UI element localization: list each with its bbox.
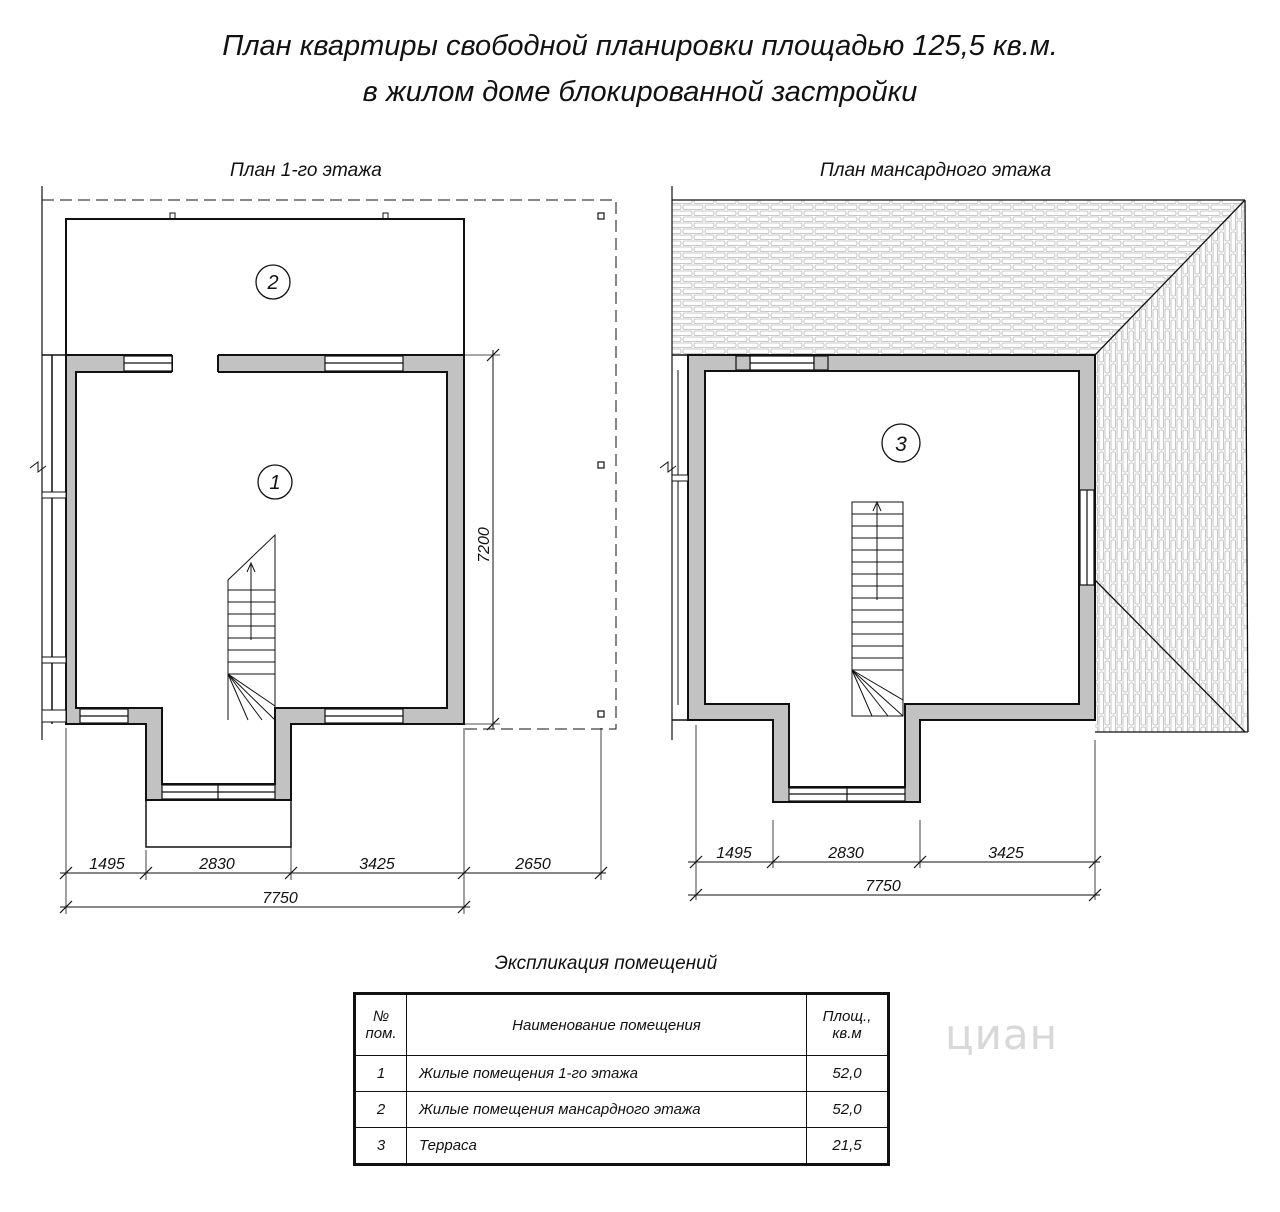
dim-first-seg-3: 3425 xyxy=(359,856,395,873)
row-no: 2 xyxy=(354,1091,407,1128)
row-no: 1 xyxy=(354,1055,407,1092)
dim-attic-total: 7750 xyxy=(865,878,901,895)
roof-tiles-top xyxy=(672,200,1245,355)
attic-floor-plan xyxy=(659,186,1249,902)
explication-table: № пом. Наименование помещения Площ., кв.… xyxy=(353,992,890,1166)
room-marker-2: 2 xyxy=(266,272,278,294)
first-floor-stairs xyxy=(227,533,276,721)
table-header-row: № пом. Наименование помещения Площ., кв.… xyxy=(354,993,889,1056)
terrace-dashed-outline xyxy=(42,199,617,730)
row-area: 21,5 xyxy=(806,1127,889,1165)
dim-first-seg-4: 2650 xyxy=(514,856,551,873)
dim-first-height: 7200 xyxy=(476,527,493,563)
dim-attic-seg-2: 2830 xyxy=(827,845,864,862)
dim-attic-seg-1: 1495 xyxy=(716,845,752,862)
row-area: 52,0 xyxy=(806,1091,889,1128)
row-name: Жилые помещения 1-го этажа xyxy=(406,1055,807,1092)
roof-tiles-right xyxy=(1095,200,1248,732)
first-floor-walls xyxy=(65,354,465,801)
page-title-line2: в жилом доме блокированной застройки xyxy=(362,76,918,108)
watermark-logo: циан xyxy=(945,1010,1059,1059)
attic-floor-plan-title: План мансардного этажа xyxy=(820,160,1052,181)
room-marker-1: 1 xyxy=(269,472,280,494)
header-name: Наименование помещения xyxy=(406,993,807,1056)
explication-title: Экспликация помещений xyxy=(494,953,718,974)
row-no: 3 xyxy=(354,1127,407,1165)
table-row: 1 Жилые помещения 1-го этажа 52,0 xyxy=(354,1055,889,1092)
first-floor-plan-title: План 1-го этажа xyxy=(230,160,382,181)
dim-first-seg-2: 2830 xyxy=(198,856,235,873)
row-area: 52,0 xyxy=(806,1055,889,1092)
dim-first-total: 7750 xyxy=(262,890,298,907)
table-row: 3 Терраса 21,5 xyxy=(354,1127,889,1165)
dim-attic-seg-3: 3425 xyxy=(988,845,1024,862)
table-row: 2 Жилые помещения мансардного этажа 52,0 xyxy=(354,1091,889,1128)
row-name: Жилые помещения мансардного этажа xyxy=(406,1091,807,1128)
header-no: № пом. xyxy=(354,993,407,1056)
header-area: Площ., кв.м xyxy=(806,993,889,1056)
attic-floor-stairs xyxy=(851,500,904,717)
room-marker-3: 3 xyxy=(895,433,907,456)
attic-floor-walls xyxy=(687,354,1096,803)
room-2-terrace xyxy=(65,218,465,356)
row-name: Терраса xyxy=(406,1127,807,1165)
page-title-line1: План квартиры свободной планировки площа… xyxy=(222,30,1058,62)
first-floor-plan xyxy=(29,186,617,914)
dim-first-seg-1: 1495 xyxy=(89,856,125,873)
